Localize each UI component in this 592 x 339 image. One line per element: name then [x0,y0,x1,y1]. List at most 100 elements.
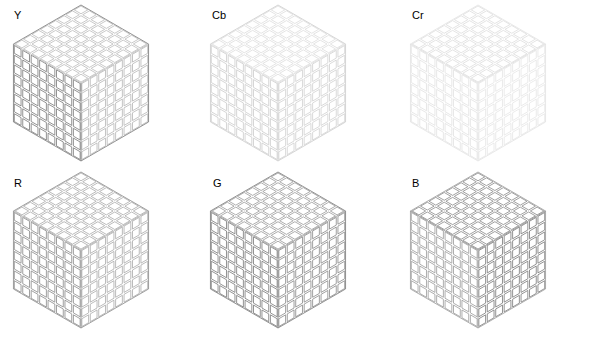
cube-outline [210,5,345,161]
voxel-cell [538,114,545,126]
voxel-cell [23,286,30,298]
cube-face [411,212,477,326]
voxel-cell [504,300,511,312]
cube-face [411,45,477,159]
voxel-cell [437,295,444,307]
voxel-cell [211,114,218,126]
voxel-cube [210,5,345,161]
cube-edge [478,250,479,328]
voxel-cell [496,305,503,317]
voxel-cell [99,138,106,150]
voxel-cell [124,290,131,302]
channel-label: Cr [412,10,424,21]
voxel-cell [40,295,47,307]
voxel-cell [470,315,477,327]
voxel-cell [228,290,235,302]
voxel-cell [270,148,277,160]
cube-edge [410,44,545,83]
voxel-cell [270,315,277,327]
voxel-cell [428,290,435,302]
voxel-cell [487,310,494,322]
voxel-cell [296,138,303,150]
cube-face [279,212,345,326]
cube-face [412,6,544,82]
voxel-cell [279,148,286,160]
cube-edge [210,211,345,250]
voxel-cell [90,310,97,322]
cube-edge [81,83,82,161]
voxel-cell [496,138,503,150]
voxel-cell [479,315,486,327]
voxel-cell [82,148,89,160]
cube-edge [210,44,345,83]
cube-face [412,173,544,249]
voxel-cell [313,295,320,307]
voxel-cell [14,281,21,293]
voxel-cell [82,315,89,327]
cube-face [82,212,148,326]
cube-face [211,212,277,326]
voxel-cell [90,143,97,155]
voxel-cell [73,315,80,327]
voxel-cell [23,119,30,131]
cube-face [212,6,344,82]
cube-edge [478,83,479,161]
cube-edge [278,83,279,161]
cube-outline [13,172,148,328]
voxel-cell [304,300,311,312]
voxel-cell [420,286,427,298]
voxel-cell [141,281,148,293]
cube-outline [13,5,148,161]
channel-label: G [213,178,222,189]
voxel-cell [99,305,106,317]
voxel-cell [65,310,72,322]
voxel-cell [470,148,477,160]
voxel-cell [287,143,294,155]
voxel-cell [31,290,38,302]
channel-label: R [14,178,22,189]
voxel-cell [428,123,435,135]
voxel-cell [530,286,537,298]
voxel-cube [13,5,148,161]
cube-edge [13,211,148,250]
voxel-cell [237,295,244,307]
voxel-cell [48,133,55,145]
voxel-cell [445,133,452,145]
cube-face [211,45,277,159]
voxel-cell [420,119,427,131]
voxel-cell [321,123,328,135]
cube-face [479,212,545,326]
cube-face [15,173,147,249]
voxel-cell [538,281,545,293]
voxel-cube [13,172,148,328]
cube-face [14,45,80,159]
voxel-cell [73,148,80,160]
voxel-cell [479,148,486,160]
voxel-cell [262,143,269,155]
cube-outline [410,172,545,328]
cube-edge [278,250,279,328]
voxel-cell [513,128,520,140]
voxel-cell [141,114,148,126]
channel-label: Y [14,10,21,21]
cube-edge [410,211,545,250]
voxel-cell [279,315,286,327]
voxel-cell [338,281,345,293]
channel-label: B [412,178,419,189]
cube-face [279,45,345,159]
voxel-cell [530,119,537,131]
voxel-cell [107,133,114,145]
cube-face [212,173,344,249]
voxel-cell [445,300,452,312]
voxel-cell [107,300,114,312]
voxel-cell [31,123,38,135]
voxel-cube [410,5,545,161]
cube-outline [410,5,545,161]
voxel-cell [133,119,140,131]
voxel-cell [454,138,461,150]
voxel-cell [521,123,528,135]
voxel-cell [411,114,418,126]
voxel-cell [124,123,131,135]
